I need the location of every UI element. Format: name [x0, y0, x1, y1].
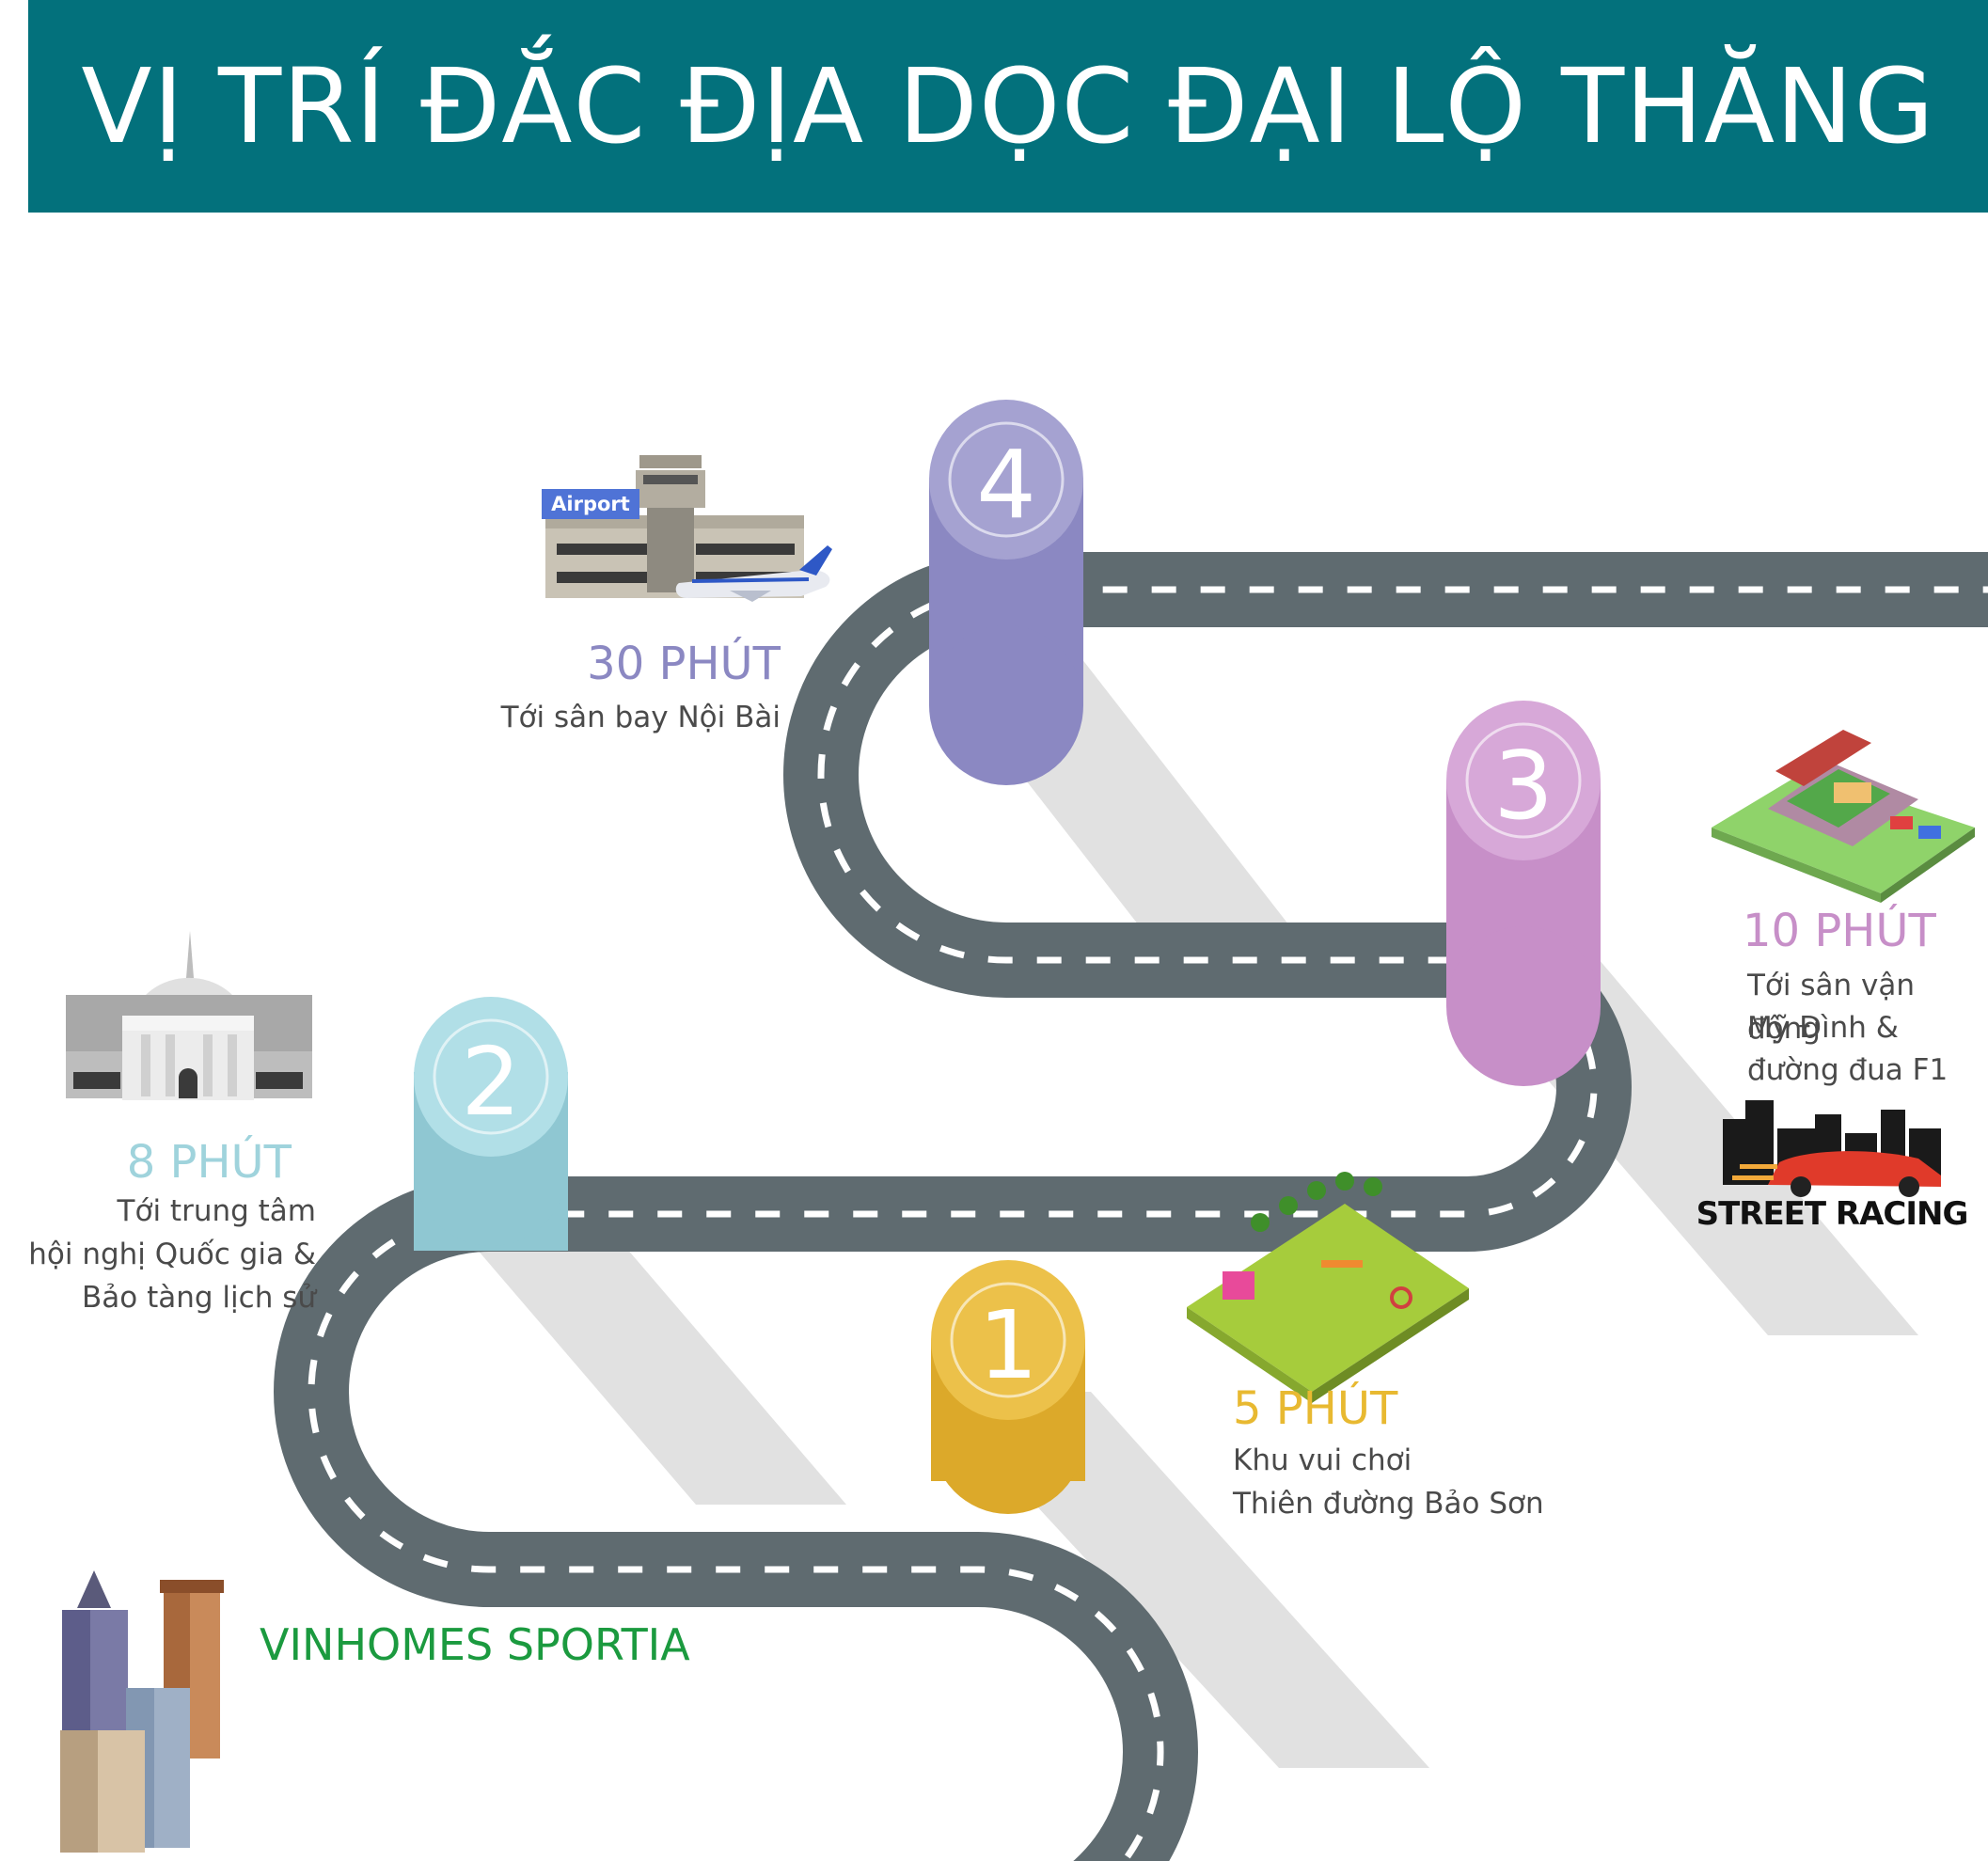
stop-3-number: 3 — [1493, 731, 1554, 841]
stop-3-marker[interactable]: 3 — [1446, 701, 1601, 1086]
stop-4-number: 4 — [976, 430, 1036, 540]
stop-3-desc-1: Tới sân vận động — [1747, 969, 1916, 1046]
shadow-2 — [414, 1175, 846, 1505]
stop-4-desc-1: Tới sân bay Nội Bài — [500, 701, 781, 734]
airport-sign-text: Airport — [551, 493, 630, 515]
stop-3-desc-2: Mỹ Đình & — [1747, 1011, 1899, 1045]
stop-1-desc-2: Thiên đường Bảo Sơn — [1233, 1487, 1544, 1521]
stop-1-marker[interactable]: 1 — [931, 1260, 1085, 1514]
street-racing-text: STREET RACING — [1696, 1195, 1968, 1233]
airplane-icon — [675, 570, 830, 598]
origin-label: VINHOMES SPORTIA — [260, 1619, 690, 1670]
stop-4-marker[interactable]: 4 — [929, 400, 1083, 785]
page-title: VỊ TRÍ ĐẮC ĐỊA DỌC ĐẠI LỘ THĂNG LONG — [81, 46, 1935, 379]
convention-center-icon — [66, 931, 312, 1100]
title-bar: VỊ TRÍ ĐẮC ĐỊA DỌC ĐẠI LỘ THĂNG LONG — [28, 0, 1988, 379]
stop-1-time: 5 PHÚT — [1233, 1382, 1398, 1435]
airport-icon: Airport — [542, 455, 832, 602]
stadium-icon — [1712, 730, 1975, 903]
skyscrapers-icon — [60, 1570, 224, 1853]
stop-1-desc-1: Khu vui chơi — [1233, 1443, 1412, 1477]
stop-2-time: 8 PHÚT — [126, 1136, 292, 1189]
stop-2-number: 2 — [461, 1027, 521, 1137]
stop-4-time: 30 PHÚT — [587, 638, 781, 690]
stop-2-desc-1: Tới trung tâm — [117, 1194, 316, 1228]
stop-2-desc-2: hội nghị Quốc gia & — [28, 1238, 316, 1271]
stop-2-marker[interactable]: 2 — [414, 997, 568, 1251]
stop-3-time: 10 PHÚT — [1743, 905, 1936, 957]
amusement-park-icon — [1187, 1172, 1469, 1403]
stop-1-number: 1 — [978, 1290, 1038, 1400]
street-racing-logo: STREET RACING — [1696, 1100, 1968, 1233]
stop-2-desc-3: Bảo tàng lịch sử — [82, 1281, 316, 1315]
stop-3-desc-3: đường đua F1 — [1747, 1053, 1949, 1087]
